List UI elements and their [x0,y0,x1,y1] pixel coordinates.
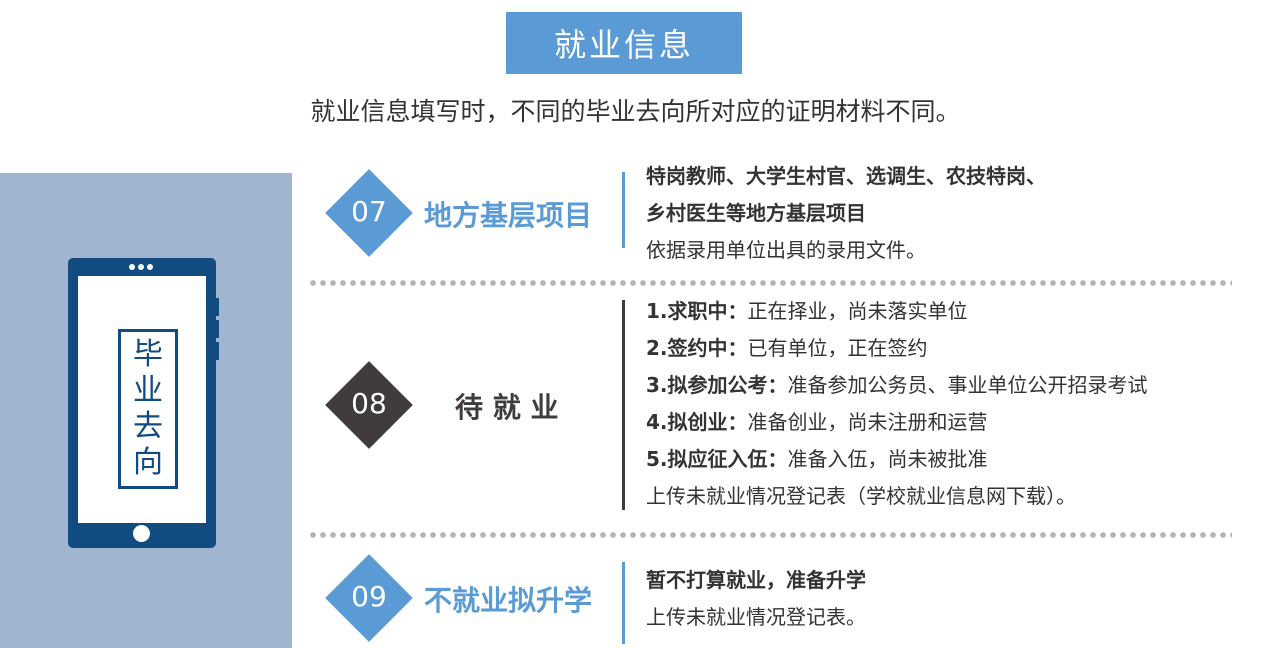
section-details: 特岗教师、大学生村官、选调生、农技特岗、 乡村医生等地方基层项目 依据录用单位出… [646,158,1046,269]
detail-note: 依据录用单位出具的录用文件。 [646,238,926,262]
phone-side-button [215,342,219,360]
section-number: 07 [351,195,387,228]
category-title: 待 就 业 [455,391,559,424]
item-value: 准备入伍，尚未被批准 [787,447,988,471]
phone-screen: 毕 业 去 向 [78,276,206,523]
category-title: 地方基层项目 [424,199,593,232]
subtitle: 就业信息填写时，不同的毕业去向所对应的证明材料不同。 [310,97,961,126]
item-key: 1.求职中： [646,299,748,323]
item-key: 3.拟参加公考： [646,373,788,397]
section-title: 就业信息 [506,12,742,74]
divider-bar [622,300,625,510]
phone-side-button [215,320,219,338]
phone-side-button [215,298,219,316]
phone-icon: 毕 业 去 向 [68,258,219,548]
item-key: 5.拟应征入伍： [646,447,788,471]
phone-speaker-icon [129,264,155,270]
label-char: 业 [133,373,163,408]
item-key: 4.拟创业： [646,410,748,434]
detail-bold: 乡村医生等地方基层项目 [646,201,866,225]
category-title: 不就业拟升学 [424,584,593,617]
label-char: 向 [133,445,163,480]
divider-bar [622,172,625,248]
label-char: 去 [133,409,163,444]
label-char: 毕 [133,337,163,372]
section-details: 暂不打算就业，准备升学 上传未就业情况登记表。 [646,562,866,636]
graduation-destination-label: 毕 业 去 向 [118,329,178,489]
item-value: 已有单位，正在签约 [747,336,928,360]
detail-note: 上传未就业情况登记表（学校就业信息网下载）。 [646,484,1076,508]
item-key: 2.签约中： [646,336,748,360]
item-value: 准备参加公务员、事业单位公开招录考试 [787,373,1148,397]
detail-bold: 暂不打算就业，准备升学 [646,568,866,592]
section-details: 1.求职中：正在择业，尚未落实单位 2.签约中：已有单位，正在签约 3.拟参加公… [646,293,1148,515]
section-number: 08 [351,387,387,420]
detail-note: 上传未就业情况登记表。 [646,605,866,629]
divider-bar [622,562,625,644]
phone-home-button-icon [133,525,150,542]
section-number: 09 [351,580,387,613]
dotted-separator [308,532,1232,538]
dotted-separator [308,280,1232,286]
item-value: 准备创业，尚未注册和运营 [747,410,988,434]
item-value: 正在择业，尚未落实单位 [747,299,968,323]
detail-bold: 特岗教师、大学生村官、选调生、农技特岗、 [646,164,1046,188]
